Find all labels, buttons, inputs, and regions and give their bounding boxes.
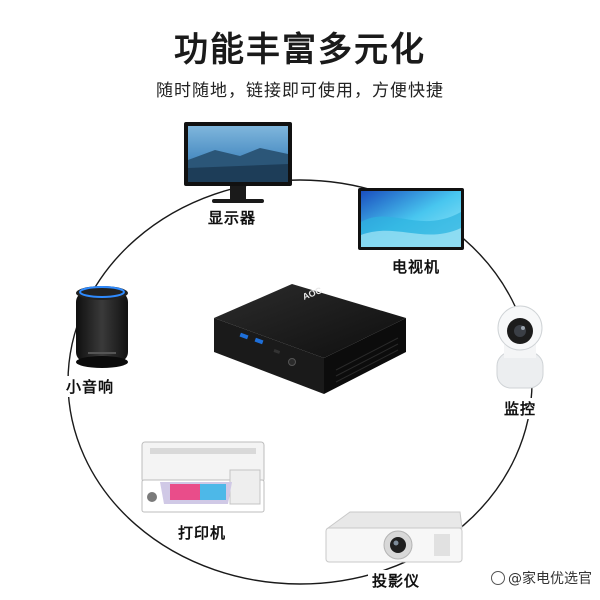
speaker-icon xyxy=(76,286,128,368)
page-title: 功能丰富多元化 xyxy=(174,30,426,70)
label-printer: 打印机 xyxy=(174,522,231,543)
projector-icon xyxy=(325,511,463,563)
label-projector: 投影仪 xyxy=(368,570,425,591)
label-speaker: 小音响 xyxy=(62,376,119,397)
camera-icon xyxy=(496,305,544,389)
vent-grille xyxy=(335,337,399,383)
label-monitor: 显示器 xyxy=(204,207,261,228)
tv-icon xyxy=(358,188,464,250)
page-subtitle: 随时随地，链接即可使用，方便快捷 xyxy=(156,81,444,101)
usb-port xyxy=(254,337,264,345)
label-camera: 监控 xyxy=(500,398,541,419)
power-button xyxy=(288,358,296,366)
watermark-logo-icon xyxy=(491,571,505,585)
label-tv: 电视机 xyxy=(388,256,445,277)
watermark-text: @家电优选官 xyxy=(508,571,592,587)
mini-pc-hub: AOC xyxy=(214,284,406,394)
monitor-icon xyxy=(184,122,292,203)
usb-c-port xyxy=(273,349,281,354)
usb-port xyxy=(239,332,249,340)
printer-icon xyxy=(141,441,265,513)
watermark: @家电优选官 xyxy=(491,568,592,588)
